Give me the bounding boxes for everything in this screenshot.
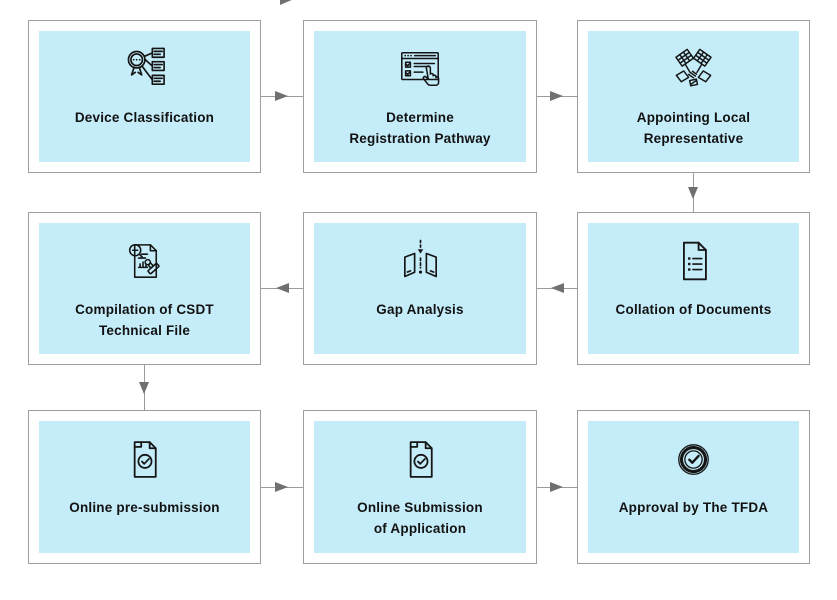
device-classification-icon [121,43,168,95]
step-label: Online pre-submission [69,498,219,519]
arrow-down-icon [139,365,149,410]
step-label: Collation of Documents [616,300,772,321]
arrow-right-icon [537,482,577,492]
document-list-icon [672,235,716,287]
step-determine-registration-pathway: Determine Registration Pathway [303,20,537,173]
step-label: Compilation of CSDT Technical File [75,300,214,342]
label-line: Approval by The TFDA [618,500,769,515]
label-line: Determine [386,110,454,125]
step-approval-by-tfda: Approval by The TFDA [577,410,810,564]
approval-seal-icon [671,433,716,485]
step-appointing-local-representative: Appointing Local Representative [577,20,810,173]
label-line: Online Submission [357,500,483,515]
label-line: Technical File [98,322,191,338]
step-label: Determine Registration Pathway [349,108,490,150]
label-line: Gap Analysis [376,302,464,317]
label-line: Device Classification [74,110,215,125]
step-card: Online Submission of Application [314,421,526,553]
arrow-right-icon [261,91,303,101]
partial-arrowhead-icon [280,0,294,5]
handshake-flags-icon [670,43,717,95]
gap-analysis-icon [397,235,444,287]
step-label: Online Submission of Application [357,498,483,540]
label-line: Compilation of CSDT [75,302,214,317]
arrow-left-icon [537,283,577,293]
label-line: Appointing Local [636,110,751,125]
step-device-classification: Device Classification [28,20,261,173]
step-card: Compilation of CSDT Technical File [39,223,250,354]
arrow-right-icon [261,482,303,492]
label-line: Representative [643,130,744,146]
step-online-submission-of-application: Online Submission of Application [303,410,537,564]
step-card: Appointing Local Representative [588,31,799,162]
step-collation-of-documents: Collation of Documents [577,212,810,365]
document-check-icon [122,433,167,485]
step-label: Appointing Local Representative [637,108,750,150]
arrow-right-icon [537,91,577,101]
step-online-pre-submission: Online pre-submission [28,410,261,564]
step-compilation-csdt-technical-file: Compilation of CSDT Technical File [28,212,261,365]
label-line: Registration Pathway [349,130,491,146]
label-line: Online pre-submission [69,500,220,515]
step-card: Determine Registration Pathway [314,31,526,162]
arrow-left-icon [261,283,303,293]
registration-pathway-icon [397,43,443,95]
step-gap-analysis: Gap Analysis [303,212,537,365]
label-line: of Application [373,520,467,536]
step-card: Device Classification [39,31,250,162]
step-label: Device Classification [75,108,214,129]
document-stamp-icon [121,235,168,287]
step-card: Approval by The TFDA [588,421,799,553]
step-card: Gap Analysis [314,223,526,354]
step-label: Approval by The TFDA [619,498,769,519]
step-card: Collation of Documents [588,223,799,354]
label-line: Collation of Documents [615,302,772,317]
arrow-down-icon [688,173,698,212]
step-card: Online pre-submission [39,421,250,553]
step-label: Gap Analysis [376,300,463,321]
document-check-icon [398,433,443,485]
